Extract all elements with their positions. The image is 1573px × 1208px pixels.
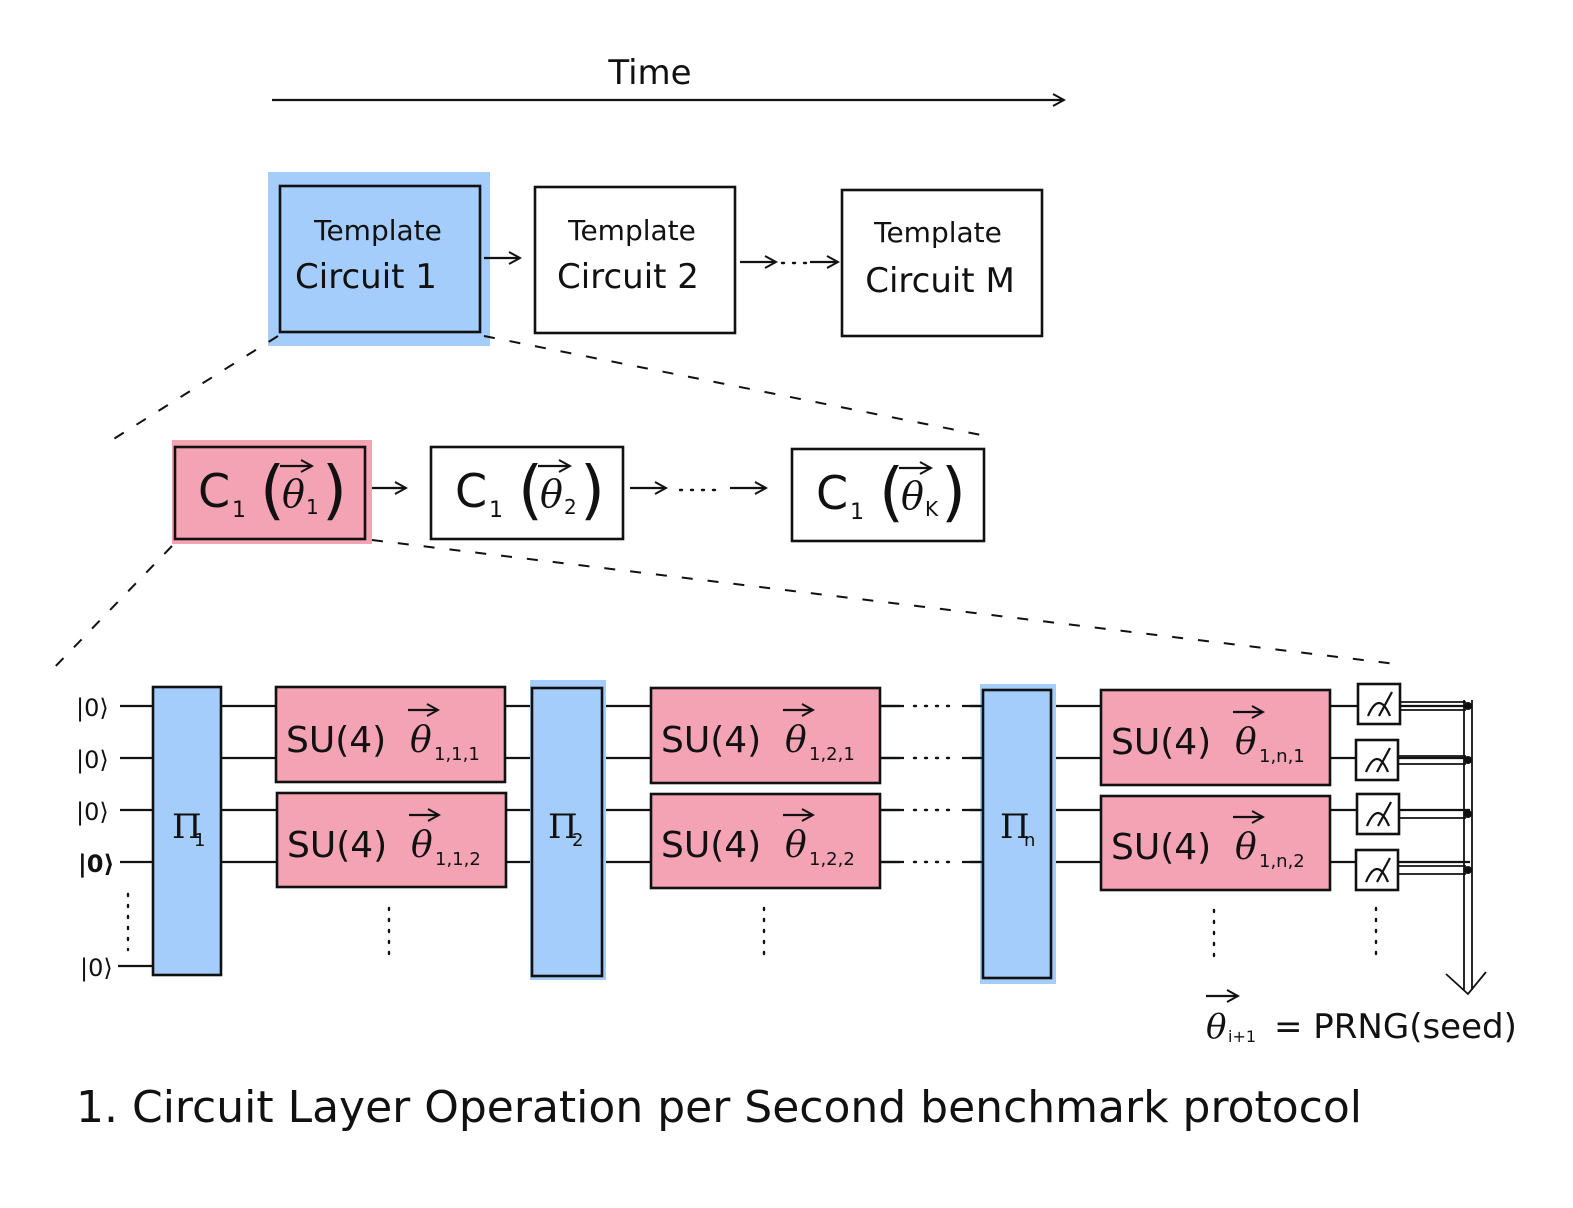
svg-text:1,n,1: 1,n,1 xyxy=(1259,746,1305,767)
su4-gate-1-1-2: SU(4) θ 1,1,2 xyxy=(275,791,508,889)
svg-text:1,2,2: 1,2,2 xyxy=(809,849,855,870)
ket-0-q2: |0⟩ xyxy=(76,746,109,774)
ellipsis-between-layers xyxy=(880,696,983,872)
su4-gate-1-n-1: SU(4) θ 1,n,1 xyxy=(1099,688,1332,787)
svg-text:C: C xyxy=(816,466,848,520)
svg-text:2: 2 xyxy=(572,830,583,851)
svg-text:1,1,1: 1,1,1 xyxy=(434,744,480,765)
su4-gate-1-1-1: SU(4) θ 1,1,1 xyxy=(274,685,507,784)
svg-text:θ: θ xyxy=(785,720,807,761)
svg-text:Circuit 2: Circuit 2 xyxy=(557,257,699,297)
svg-text:1: 1 xyxy=(306,495,319,519)
template-circuit-2: Template Circuit 2 xyxy=(533,185,737,335)
svg-text:θ: θ xyxy=(1235,827,1257,868)
svg-text:θ: θ xyxy=(785,825,807,866)
svg-text:): ) xyxy=(322,454,347,528)
time-label: Time xyxy=(607,53,691,93)
meter-icon xyxy=(1354,738,1400,782)
template-circuit-1: Template Circuit 1 xyxy=(268,172,490,346)
svg-text:Template: Template xyxy=(313,214,442,247)
svg-text:1,n,2: 1,n,2 xyxy=(1259,851,1305,872)
ket-0-qn: |0⟩ xyxy=(80,954,113,982)
svg-text:SU(4): SU(4) xyxy=(1111,827,1211,868)
svg-text:SU(4): SU(4) xyxy=(286,720,386,761)
svg-text:2: 2 xyxy=(564,495,577,519)
svg-text:θ: θ xyxy=(282,472,305,516)
meter-icon xyxy=(1355,792,1401,836)
svg-text:1: 1 xyxy=(489,498,503,523)
su4-gate-1-2-1: SU(4) θ 1,2,1 xyxy=(649,686,882,785)
svg-text:): ) xyxy=(941,456,966,530)
svg-text:θ: θ xyxy=(540,472,563,516)
svg-text:1: 1 xyxy=(850,500,864,525)
zoom-dash-left-1 xyxy=(111,335,279,441)
ket-0-q3: |0⟩ xyxy=(76,798,109,826)
svg-text:Template: Template xyxy=(567,214,696,247)
svg-text:Template: Template xyxy=(873,216,1002,249)
su4-gate-1-2-2: SU(4) θ 1,2,2 xyxy=(649,792,882,890)
svg-text:θ: θ xyxy=(410,720,432,761)
figure-caption: 1. Circuit Layer Operation per Second be… xyxy=(76,1082,1362,1133)
svg-text:Π: Π xyxy=(172,807,202,847)
svg-text:1: 1 xyxy=(232,498,246,523)
prng-formula: θ i+1 = PRNG(seed) xyxy=(1206,996,1517,1047)
zoom-dash-left-2 xyxy=(49,545,173,673)
svg-text:n: n xyxy=(1024,830,1035,851)
svg-text:Π: Π xyxy=(1000,807,1030,847)
svg-text:C: C xyxy=(198,464,230,518)
svg-text:SU(4): SU(4) xyxy=(661,825,761,866)
svg-text:SU(4): SU(4) xyxy=(661,720,761,761)
svg-text:SU(4): SU(4) xyxy=(1111,722,1211,763)
svg-text:= PRNG(seed): = PRNG(seed) xyxy=(1274,1007,1517,1047)
svg-text:Π: Π xyxy=(548,807,578,847)
zoom-dash-right-2 xyxy=(371,539,1397,665)
svg-text:i+1: i+1 xyxy=(1228,1027,1256,1046)
svg-text:C: C xyxy=(455,464,487,518)
svg-text:Circuit M: Circuit M xyxy=(865,261,1015,301)
ket-0-q4: |0⟩ xyxy=(78,850,114,878)
permutation-1: Π 1 xyxy=(151,685,223,977)
svg-text:SU(4): SU(4) xyxy=(287,825,387,866)
svg-text:θ: θ xyxy=(1235,722,1257,763)
su4-gate-1-n-2: SU(4) θ 1,n,2 xyxy=(1099,794,1332,892)
svg-text:θ: θ xyxy=(901,474,924,518)
meter-icon xyxy=(1356,682,1402,726)
meter-icon xyxy=(1354,848,1400,892)
ket-labels: |0⟩ |0⟩ |0⟩ |0⟩ |0⟩ xyxy=(76,694,130,982)
ket-0-q1: |0⟩ xyxy=(76,694,109,722)
permutation-n: Π n xyxy=(980,684,1056,984)
measurements xyxy=(1354,682,1487,996)
layer-circuit-1: C 1 ( θ 1 ) xyxy=(172,440,372,544)
zoom-dash-right-1 xyxy=(483,335,987,437)
layer-circuit-k: C 1 ( θ K ) xyxy=(790,447,986,543)
svg-text:1: 1 xyxy=(194,830,205,851)
svg-text:1,1,2: 1,1,2 xyxy=(435,849,481,870)
svg-text:θ: θ xyxy=(411,825,433,866)
svg-text:1,2,1: 1,2,1 xyxy=(809,744,855,765)
permutation-2: Π 2 xyxy=(530,680,606,980)
svg-text:): ) xyxy=(580,454,605,528)
svg-text:K: K xyxy=(925,497,939,521)
svg-text:θ: θ xyxy=(1206,1007,1226,1047)
template-circuit-m: Template Circuit M xyxy=(840,188,1044,338)
svg-text:Circuit 1: Circuit 1 xyxy=(295,257,437,297)
layer-circuit-2: C 1 ( θ 2 ) xyxy=(429,445,625,541)
